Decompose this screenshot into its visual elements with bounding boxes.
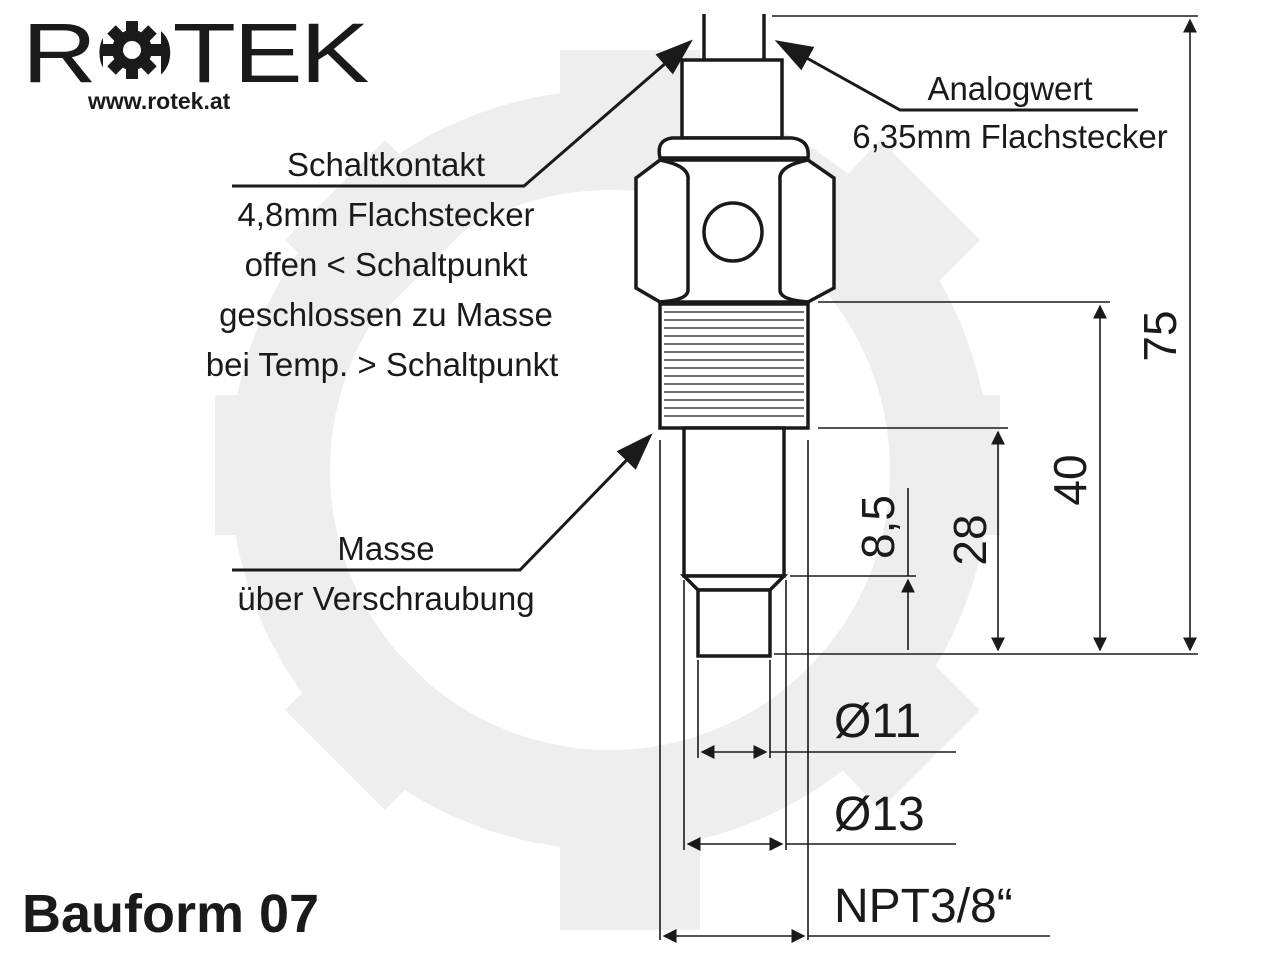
callout-switch: Schaltkontakt 4,8mm Flachstecker offen <… (206, 146, 559, 383)
callout-analog: Analogwert 6,35mm Flachstecker (852, 70, 1167, 155)
svg-text:6,35mm Flachstecker: 6,35mm Flachstecker (852, 118, 1167, 155)
dimension-labels: 75 40 28 8,5 Ø11 Ø13 NPT3/8“ (834, 310, 1186, 933)
background-watermark (215, 50, 1000, 930)
dim-shank-length: 28 (944, 514, 996, 565)
dim-tip-diameter: Ø11 (834, 695, 921, 748)
svg-text:offen < Schaltpunkt: offen < Schaltpunkt (245, 246, 528, 283)
svg-text:Schaltkontakt: Schaltkontakt (287, 146, 485, 183)
thread-hatching (664, 311, 804, 417)
dim-thread: NPT3/8“ (834, 880, 1013, 933)
gear-icon (103, 21, 161, 79)
dim-tip-length: 8,5 (852, 495, 904, 559)
logo-wordmark: ROTEK (22, 6, 369, 100)
dim-thread-to-tip: 40 (1044, 454, 1096, 505)
svg-text:Masse: Masse (337, 530, 434, 567)
leader-lines (232, 39, 1138, 572)
svg-text:geschlossen zu Masse: geschlossen zu Masse (219, 296, 553, 333)
svg-text:bei Temp. > Schaltpunkt: bei Temp. > Schaltpunkt (206, 346, 559, 383)
dimension-lines (659, 15, 1198, 943)
rotek-logo: ROTEK www.rotek.at (22, 6, 371, 114)
sensor-drawing (634, 14, 836, 658)
dim-shank-diameter: Ø13 (834, 788, 925, 841)
callout-ground: Masse über Verschraubung (237, 530, 534, 617)
model-title: Bauform 07 (22, 884, 319, 944)
svg-text:4,8mm Flachstecker: 4,8mm Flachstecker (237, 196, 534, 233)
svg-text:über Verschraubung: über Verschraubung (237, 580, 534, 617)
svg-text:Analogwert: Analogwert (927, 70, 1092, 107)
dim-total-length: 75 (1134, 310, 1186, 361)
website-url: www.rotek.at (87, 88, 231, 114)
